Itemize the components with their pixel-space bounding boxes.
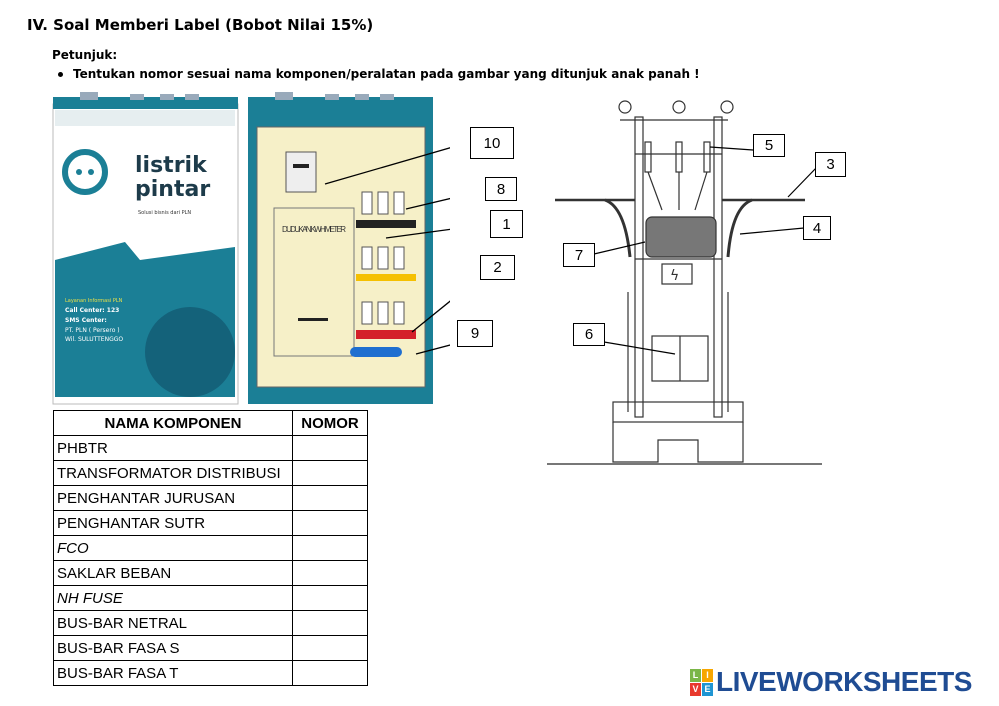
callout-label: 7 xyxy=(563,243,595,267)
number-input[interactable] xyxy=(292,485,368,511)
table-row: PHBTR xyxy=(53,435,368,461)
component-name: NH FUSE xyxy=(53,585,293,611)
logo-letter: V xyxy=(690,682,701,696)
table-row: PENGHANTAR SUTR xyxy=(53,510,368,536)
component-name: BUS-BAR FASA T xyxy=(53,660,293,686)
logo-letter: I xyxy=(702,668,713,682)
component-name: BUS-BAR NETRAL xyxy=(53,610,293,636)
instruction-text: Tentukan nomor sesuai nama komponen/pera… xyxy=(58,67,700,81)
substation-figure: ϟ xyxy=(547,100,822,465)
callout-label: 6 xyxy=(573,323,605,346)
number-input[interactable] xyxy=(292,560,368,586)
table-row: BUS-BAR FASA S xyxy=(53,635,368,661)
neutral-busbar xyxy=(350,347,402,357)
meter-label: DUDUKAN KWH METER xyxy=(282,225,346,234)
hint-label: Petunjuk: xyxy=(52,48,118,62)
kwh-meter-mount xyxy=(273,207,355,357)
number-input[interactable] xyxy=(292,435,368,461)
number-input[interactable] xyxy=(292,635,368,661)
component-name: TRANSFORMATOR DISTRIBUSI xyxy=(53,460,293,486)
table-header-row: NAMA KOMPONEN NOMOR xyxy=(53,410,368,436)
callout-label: 1 xyxy=(490,210,523,238)
component-name: BUS-BAR FASA S xyxy=(53,635,293,661)
component-name: PENGHANTAR JURUSAN xyxy=(53,485,293,511)
callout-label: 3 xyxy=(815,152,846,177)
info-line: Wil. SULUTTENGGO xyxy=(65,336,123,343)
info-line: Call Center: 123 xyxy=(65,307,119,314)
table-row: NH FUSE xyxy=(53,585,368,611)
callout-label: 4 xyxy=(803,216,831,240)
liveworksheets-logo: L I V E LIVEWORKSHEETS xyxy=(690,666,972,698)
section-title: IV. Soal Memberi Label (Bobot Nilai 15%) xyxy=(27,16,374,34)
number-input[interactable] xyxy=(292,510,368,536)
number-input[interactable] xyxy=(292,585,368,611)
brand-tagline: Solusi bisnis dari PLN xyxy=(138,210,191,216)
number-input[interactable] xyxy=(292,535,368,561)
component-name: PENGHANTAR SUTR xyxy=(53,510,293,536)
svg-text:ϟ: ϟ xyxy=(670,268,679,284)
component-name: SAKLAR BEBAN xyxy=(53,560,293,586)
number-input[interactable] xyxy=(292,660,368,686)
number-input[interactable] xyxy=(292,460,368,486)
info-line: Layanan Informasi PLN xyxy=(65,298,123,304)
answer-table: NAMA KOMPONEN NOMOR PHBTR TRANSFORMATOR … xyxy=(53,410,368,686)
logo-icon: L I V E xyxy=(690,668,713,696)
number-input[interactable] xyxy=(292,610,368,636)
phbtr-figure: listrik pintar Solusi bisnis dari PLN La… xyxy=(52,92,450,405)
callout-label: 8 xyxy=(485,177,517,201)
transformer xyxy=(645,216,717,258)
component-name: PHBTR xyxy=(53,435,293,461)
logo-letter: L xyxy=(690,668,701,682)
callout-label: 9 xyxy=(457,320,493,347)
load-switch xyxy=(285,151,317,193)
table-row: BUS-BAR NETRAL xyxy=(53,610,368,636)
table-row: TRANSFORMATOR DISTRIBUSI xyxy=(53,460,368,486)
info-line: SMS Center: xyxy=(65,317,107,324)
logo-text: LIVEWORKSHEETS xyxy=(716,666,972,697)
table-row: BUS-BAR FASA T xyxy=(53,660,368,686)
brand-mascot-icon xyxy=(62,149,108,195)
info-line: PT. PLN ( Persero ) xyxy=(65,327,120,334)
column-header: NOMOR xyxy=(292,410,368,436)
column-header: NAMA KOMPONEN xyxy=(53,410,293,436)
table-row: FCO xyxy=(53,535,368,561)
callout-label: 5 xyxy=(753,134,785,157)
brand-line1: listrik xyxy=(135,153,208,178)
insulator-icon xyxy=(618,100,734,114)
component-name: FCO xyxy=(53,535,293,561)
brand-line2: pintar xyxy=(135,177,210,202)
logo-letter: E xyxy=(702,682,713,696)
table-row: PENGHANTAR JURUSAN xyxy=(53,485,368,511)
callout-label: 2 xyxy=(480,255,515,280)
callout-label: 10 xyxy=(470,127,514,159)
table-row: SAKLAR BEBAN xyxy=(53,560,368,586)
